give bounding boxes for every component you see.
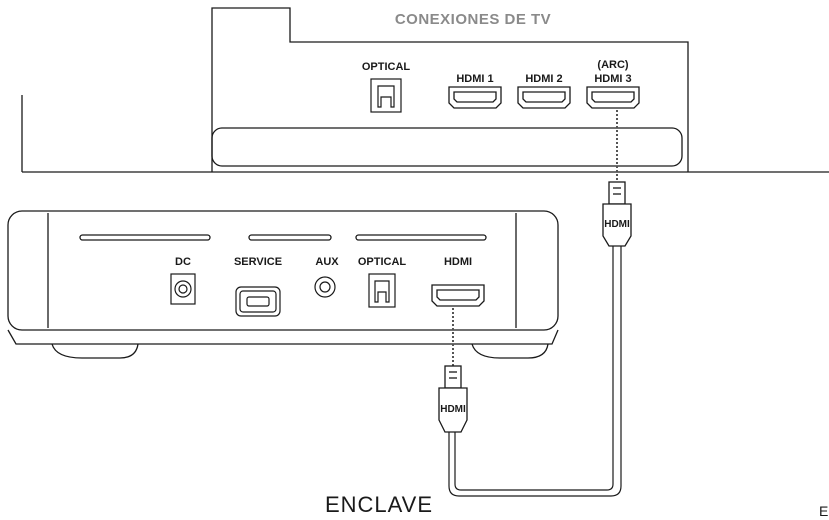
tv-hdmi1-label: HDMI 1: [456, 73, 493, 85]
tv-panel: [21, 7, 829, 173]
tv-arc-label: (ARC): [597, 59, 628, 71]
tv-hdmi1-port-icon: [448, 86, 502, 109]
device-dc-label: DC: [175, 256, 191, 268]
device-optical-label: OPTICAL: [358, 256, 407, 268]
hdmi-plug-top-icon: [602, 181, 632, 247]
tv-hdmi2-port-icon: [517, 86, 571, 109]
device-aux-label: AUX: [315, 256, 339, 268]
device-service-label: SERVICE: [234, 256, 282, 268]
device-hdmi-label: HDMI: [444, 256, 472, 268]
tv-hdmi3-label: HDMI 3: [594, 73, 631, 85]
hdmi-cable: [448, 246, 622, 497]
tv-hdmi3-port-icon: [586, 86, 640, 109]
device-optical-port-icon: [368, 273, 396, 308]
device-hdmi-port-icon: [431, 284, 485, 307]
enclave-brand-label: ENCLAVE: [325, 492, 433, 517]
tv-hdmi2-label: HDMI 2: [525, 73, 562, 85]
tv-optical-port-icon: [370, 78, 402, 113]
hdmi-plug-bottom-icon: [438, 365, 468, 433]
tv-connections-title: CONEXIONES DE TV: [395, 11, 551, 28]
service-usb-port-icon: [235, 286, 281, 317]
hdmi-plug-top-label: HDMI: [604, 219, 630, 230]
dc-port-icon: [170, 273, 196, 305]
aux-port-icon: [314, 276, 336, 298]
enclave-device: [7, 210, 559, 359]
hdmi-plug-bottom-label: HDMI: [440, 404, 466, 415]
tv-optical-label: OPTICAL: [362, 61, 411, 73]
edge-fragment-text: E: [819, 503, 828, 519]
